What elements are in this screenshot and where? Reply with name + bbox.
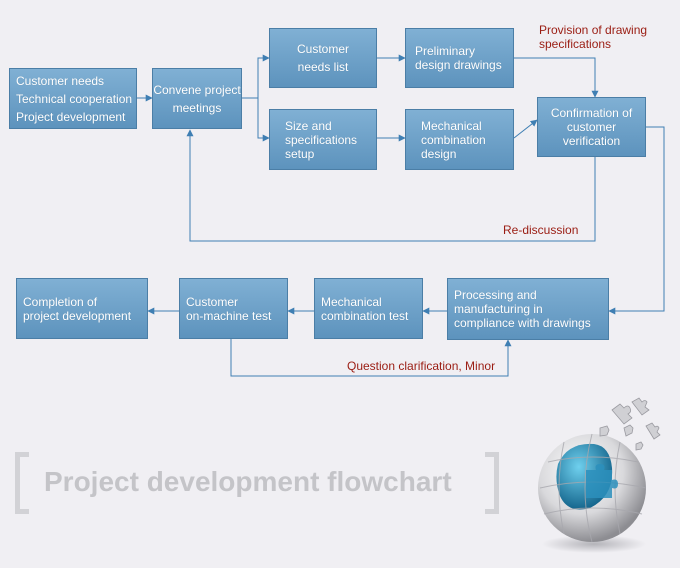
box-line: on-machine test	[186, 308, 272, 323]
box-line: Processing and	[454, 288, 537, 302]
box-line: Completion of	[23, 294, 98, 309]
box-line: project development	[23, 308, 132, 323]
puzzle-globe-icon	[538, 397, 661, 553]
arrow-rediscussion	[186, 129, 596, 242]
box-line: Confirmation of	[550, 106, 633, 120]
arrow-preliminary-to-confirmation	[514, 57, 599, 98]
box-line: meetings	[172, 100, 222, 115]
note-provision-of-drawing: Provision of drawing specifications	[539, 23, 647, 51]
arrow-convene-branch	[242, 54, 270, 99]
box-on-machine-test: Customer on-machine test	[179, 278, 288, 339]
arrow-question-clarification	[230, 339, 512, 377]
arrow-mechdesign-to-confirmation	[513, 119, 538, 139]
arrow-confirmation-to-processing	[608, 126, 665, 315]
box-line: combination test	[321, 308, 409, 323]
box-line: Customer	[186, 294, 239, 309]
arrow-convene-branch-lower	[257, 98, 270, 142]
box-line: combination	[421, 132, 486, 147]
box-processing-manufacturing: Processing and manufacturing in complian…	[447, 278, 609, 340]
box-convene-meetings: Convene project meetings	[152, 68, 242, 129]
box-line: Preliminary	[415, 44, 476, 58]
box-line: Mechanical	[421, 118, 482, 133]
box-line: specifications	[285, 132, 358, 147]
box-line: Project development	[16, 109, 126, 124]
box-customer-needs: Customer needs Technical cooperation Pro…	[9, 68, 137, 129]
box-line: design	[421, 146, 457, 161]
note-rediscussion: Re-discussion	[503, 223, 579, 237]
box-line: design drawings	[415, 58, 502, 72]
box-completion: Completion of project development	[16, 278, 148, 339]
box-line: needs list	[297, 60, 349, 74]
note-line: specifications	[539, 37, 612, 51]
box-line: Mechanical	[321, 294, 382, 309]
box-line: customer	[566, 120, 617, 134]
box-customer-needs-list: Customer needs list	[269, 28, 377, 88]
title-bracket-left	[15, 452, 29, 514]
title-bracket-right	[485, 452, 499, 514]
chart-title: Project development flowchart	[44, 466, 452, 497]
box-line: Technical cooperation	[16, 91, 133, 106]
box-line: Size and	[285, 118, 332, 133]
note-question-clarification: Question clarification, Minor	[347, 359, 496, 373]
box-line: setup	[285, 146, 315, 161]
note-line: Provision of drawing	[539, 23, 648, 37]
box-mechanical-test: Mechanical combination test	[314, 278, 423, 339]
box-mechanical-design: Mechanical combination design	[405, 109, 514, 170]
box-line: Customer needs	[16, 73, 105, 88]
box-line: Convene project	[153, 82, 241, 97]
box-line: Customer	[296, 42, 349, 56]
box-preliminary-drawings: Preliminary design drawings	[405, 28, 514, 88]
box-confirmation-verification: Confirmation of customer verification	[537, 97, 646, 157]
box-line: verification	[562, 134, 621, 148]
box-size-specifications: Size and specifications setup	[269, 109, 377, 170]
box-line: compliance with drawings	[454, 316, 591, 330]
box-line: manufacturing in	[454, 302, 543, 316]
